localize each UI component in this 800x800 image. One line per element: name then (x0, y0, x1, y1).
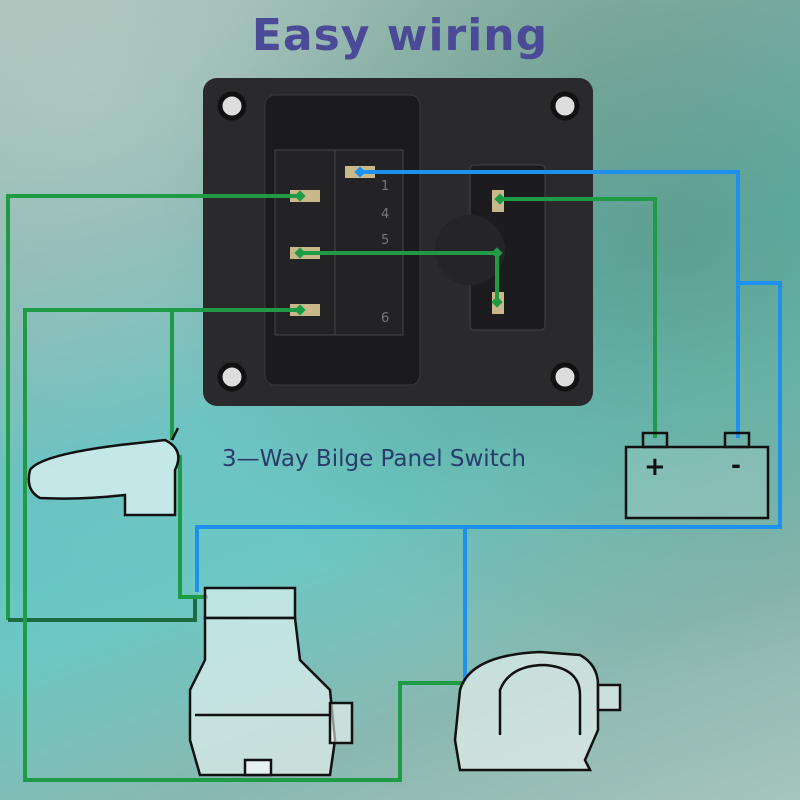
switch-number: 6 (381, 311, 389, 326)
diagram-shape (6, 170, 782, 782)
screw-hole (550, 362, 580, 392)
diagram-shape (498, 663, 582, 735)
dark-green-wire (8, 595, 208, 622)
diagram-shape (435, 215, 505, 285)
switch-panel (203, 78, 593, 406)
switch-number: 4 (381, 207, 389, 222)
page-title: Easy wiring (251, 10, 549, 61)
battery-negative-label: - (731, 451, 741, 479)
diagram-shape (188, 616, 337, 777)
screw-hole (217, 362, 247, 392)
battery-positive-label: + (644, 452, 666, 482)
green-wire (178, 455, 205, 599)
green-wire (23, 308, 465, 782)
diagram-shape (354, 166, 366, 178)
diagram-shape (203, 586, 297, 620)
bilge-pump-large (188, 586, 354, 777)
battery (624, 431, 770, 520)
diagram-shape (596, 683, 622, 712)
diagram-shape (453, 650, 600, 772)
diagram-shape (294, 190, 306, 202)
green-wire (6, 194, 300, 620)
diagram-shape (294, 304, 306, 316)
diagram-shape (243, 758, 273, 777)
diagram-shape (27, 438, 180, 517)
screw-hole (217, 91, 247, 121)
screw-hole (550, 91, 580, 121)
switch-number: 1 (381, 179, 389, 194)
switch-caption: 3—Way Bilge Panel Switch (222, 446, 526, 472)
diagram-shape (491, 296, 503, 308)
diagram-shape (494, 193, 506, 205)
blue-wire (360, 170, 740, 438)
switch-number: 5 (381, 233, 389, 248)
diagram-shape (170, 427, 180, 441)
diagram-shape (328, 701, 354, 745)
float-switch (27, 427, 180, 517)
blue-wire (195, 281, 782, 592)
bilge-pump-small (453, 650, 622, 772)
diagram-shape (294, 166, 506, 316)
green-wire (500, 197, 657, 438)
diagram-shape (294, 247, 306, 259)
diagram-shape (624, 445, 770, 520)
diagram-shape (491, 247, 503, 259)
diagram-shape: 1 4 5 6 (381, 179, 389, 326)
